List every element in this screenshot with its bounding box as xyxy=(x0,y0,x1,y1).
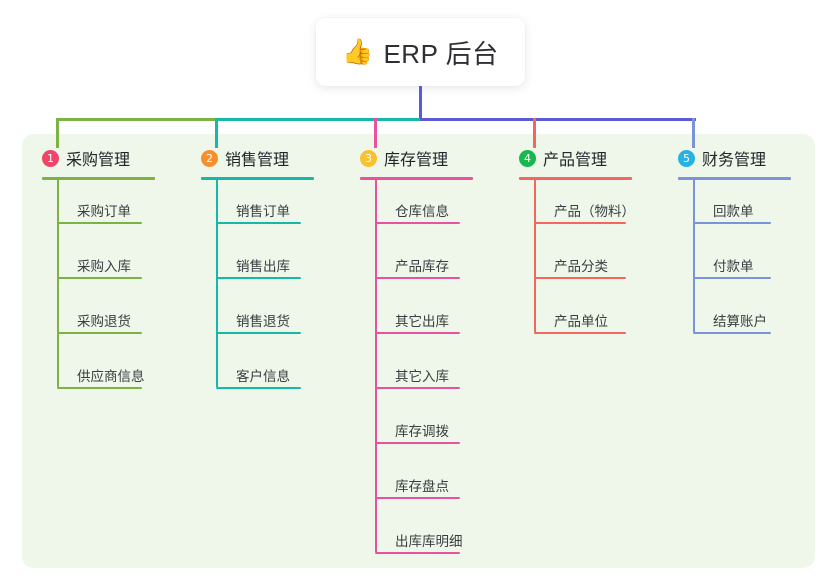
leaf-node-underline xyxy=(534,222,626,224)
branch-header-underline xyxy=(42,177,155,180)
column-drop-connector-4 xyxy=(533,118,536,148)
branch-column-5: 5 财务管理回款单付款单结算账户 xyxy=(668,146,791,334)
leaf-node-underline xyxy=(57,222,142,224)
leaf-node-label: 采购退货 xyxy=(77,314,131,329)
branch-header-underline xyxy=(519,177,632,180)
leaf-node-underline xyxy=(216,222,301,224)
root-node-content: 👍 ERP 后台 xyxy=(342,34,498,71)
leaf-node-label: 产品分类 xyxy=(554,259,608,274)
leaf-node-label: 仓库信息 xyxy=(395,204,449,219)
leaf-node-label: 产品（物料） xyxy=(554,204,635,219)
leaf-node-underline xyxy=(375,387,460,389)
leaf-node-underline xyxy=(216,387,301,389)
bus-segment-1 xyxy=(57,118,216,121)
leaf-node-underline xyxy=(534,332,626,334)
leaf-node-underline xyxy=(693,222,771,224)
leaf-node-underline xyxy=(375,552,460,554)
leaf-node-label: 库存调拨 xyxy=(395,424,449,439)
leaf-node-label: 回款单 xyxy=(713,204,754,219)
leaf-node-label: 采购订单 xyxy=(77,204,131,219)
leaf-node-label: 客户信息 xyxy=(236,369,290,384)
column-drop-connector-2 xyxy=(215,118,218,148)
leaf-node-underline xyxy=(375,497,460,499)
branch-title: 销售管理 xyxy=(225,152,290,169)
branch-title: 产品管理 xyxy=(543,152,608,169)
leaf-node-label: 供应商信息 xyxy=(77,369,145,384)
leaf-node-label: 付款单 xyxy=(713,259,754,274)
branch-number-badge: 5 xyxy=(678,149,695,167)
leaf-node-label: 采购入库 xyxy=(77,259,131,274)
branch-header-2[interactable]: 2 销售管理 xyxy=(191,146,289,170)
branch-header-4[interactable]: 4 产品管理 xyxy=(509,146,607,170)
thumbs-up-emoji: 👍 xyxy=(342,37,374,66)
branch-title: 财务管理 xyxy=(702,152,767,169)
column-drop-connector-3 xyxy=(374,118,377,148)
branch-spine xyxy=(534,180,536,332)
leaf-node-label: 其它入库 xyxy=(395,369,449,384)
leaf-node-underline xyxy=(375,277,460,279)
leaf-node-label: 库存盘点 xyxy=(395,479,449,494)
column-drop-connector-1 xyxy=(56,118,59,148)
leaf-node-underline xyxy=(375,332,460,334)
branch-header-1[interactable]: 1 采购管理 xyxy=(32,146,130,170)
branch-spine xyxy=(57,180,59,387)
branch-spine xyxy=(693,180,695,332)
branch-number-badge: 4 xyxy=(519,149,536,167)
branch-header-underline xyxy=(360,177,473,180)
branch-title: 库存管理 xyxy=(384,152,449,169)
leaf-node-underline xyxy=(375,222,460,224)
leaf-node-underline xyxy=(216,332,301,334)
column-drop-connector-5 xyxy=(692,118,695,148)
bus-segment-2 xyxy=(216,118,420,121)
leaf-node-label: 销售出库 xyxy=(236,259,290,274)
bus-segment-3 xyxy=(420,118,696,121)
leaf-node-underline xyxy=(693,277,771,279)
branches-panel xyxy=(22,134,815,568)
branch-header-3[interactable]: 3 库存管理 xyxy=(350,146,448,170)
branch-header-underline xyxy=(201,177,314,180)
branch-column-4: 4 产品管理产品（物料） 产品分类产品单位 xyxy=(509,146,635,334)
branch-number-badge: 1 xyxy=(42,149,59,167)
branch-number-badge: 2 xyxy=(201,149,218,167)
leaf-node-label: 产品单位 xyxy=(554,314,608,329)
leaf-node-label: 销售退货 xyxy=(236,314,290,329)
branch-header-underline xyxy=(678,177,791,180)
branch-column-2: 2 销售管理销售订单销售出库销售退货客户信息 xyxy=(191,146,314,389)
leaf-node-underline xyxy=(57,332,142,334)
leaf-node-label: 出库库明细 xyxy=(395,534,463,549)
branch-column-3: 3 库存管理仓库信息产品库存其它出库其它入库库存调拨库存盘点出库库明细 xyxy=(350,146,473,554)
leaf-node-label: 其它出库 xyxy=(395,314,449,329)
root-drop-connector xyxy=(419,86,422,121)
leaf-node-label: 产品库存 xyxy=(395,259,449,274)
branch-header-5[interactable]: 5 财务管理 xyxy=(668,146,766,170)
leaf-node-underline xyxy=(57,387,142,389)
branch-number-badge: 3 xyxy=(360,149,377,167)
leaf-node-underline xyxy=(216,277,301,279)
leaf-node-underline xyxy=(693,332,771,334)
leaf-node-underline xyxy=(534,277,626,279)
branch-title: 采购管理 xyxy=(66,152,131,169)
root-node-title: ERP 后台 xyxy=(383,38,499,69)
branch-column-1: 1 采购管理采购订单采购入库采购退货供应商信息 xyxy=(32,146,155,389)
root-node-card[interactable]: 👍 ERP 后台 xyxy=(316,18,525,86)
leaf-node-underline xyxy=(375,442,460,444)
branch-spine xyxy=(375,180,377,552)
leaf-node-underline xyxy=(57,277,142,279)
branch-spine xyxy=(216,180,218,387)
leaf-node-label: 销售订单 xyxy=(236,204,290,219)
leaf-node-label: 结算账户 xyxy=(713,314,767,329)
